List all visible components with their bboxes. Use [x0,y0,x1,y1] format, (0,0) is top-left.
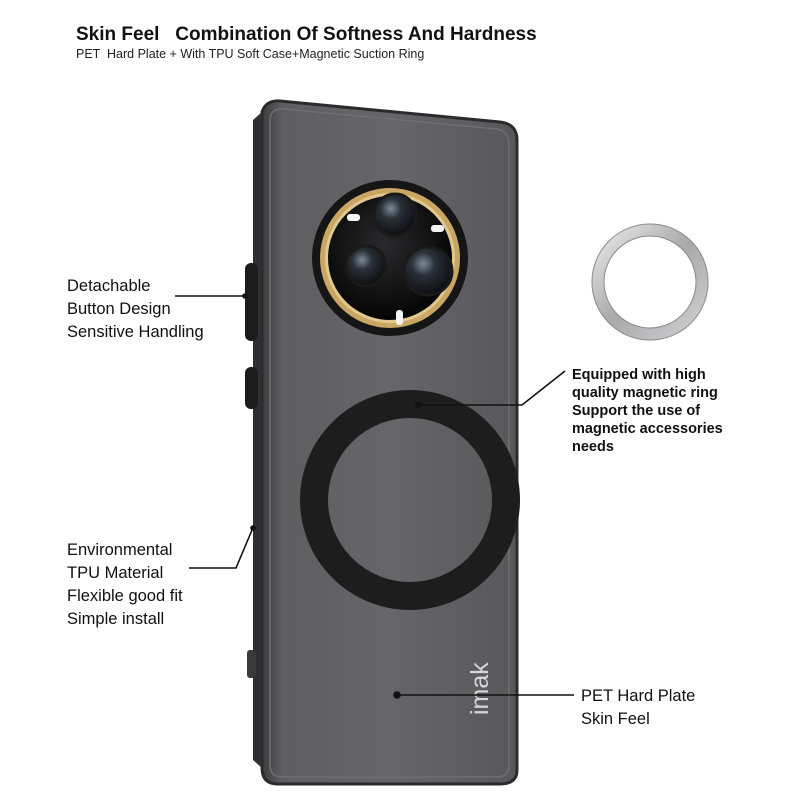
callout-tpu-material: Environmental TPU Material Flexible good… [67,541,183,628]
side-port [247,650,256,678]
callout-button-design: Detachable Button Design Sensitive Handl… [67,277,204,341]
callout-pet-hard-plate: PET Hard Plate Skin Feel [581,687,696,728]
flash-icon [347,214,360,221]
camera-module [312,180,468,336]
leader-lines [175,293,574,699]
side-button-volume [245,367,258,409]
camera-lens-right [402,245,454,297]
page-subtitle: PET Hard Plate + With TPU Soft Case+Magn… [76,47,425,61]
callout-magnetic-ring: Equipped with high quality magnetic ring… [572,367,723,455]
camera-lens-top [372,192,418,238]
magnetic-ring-on-case [300,390,520,610]
side-button-power [245,263,258,341]
brand-logo: imak [466,662,494,715]
camera-lens-left [344,244,388,288]
magnetic-ring-accessory-icon [591,223,709,341]
page-title: Skin Feel Combination Of Softness And Ha… [76,24,537,45]
